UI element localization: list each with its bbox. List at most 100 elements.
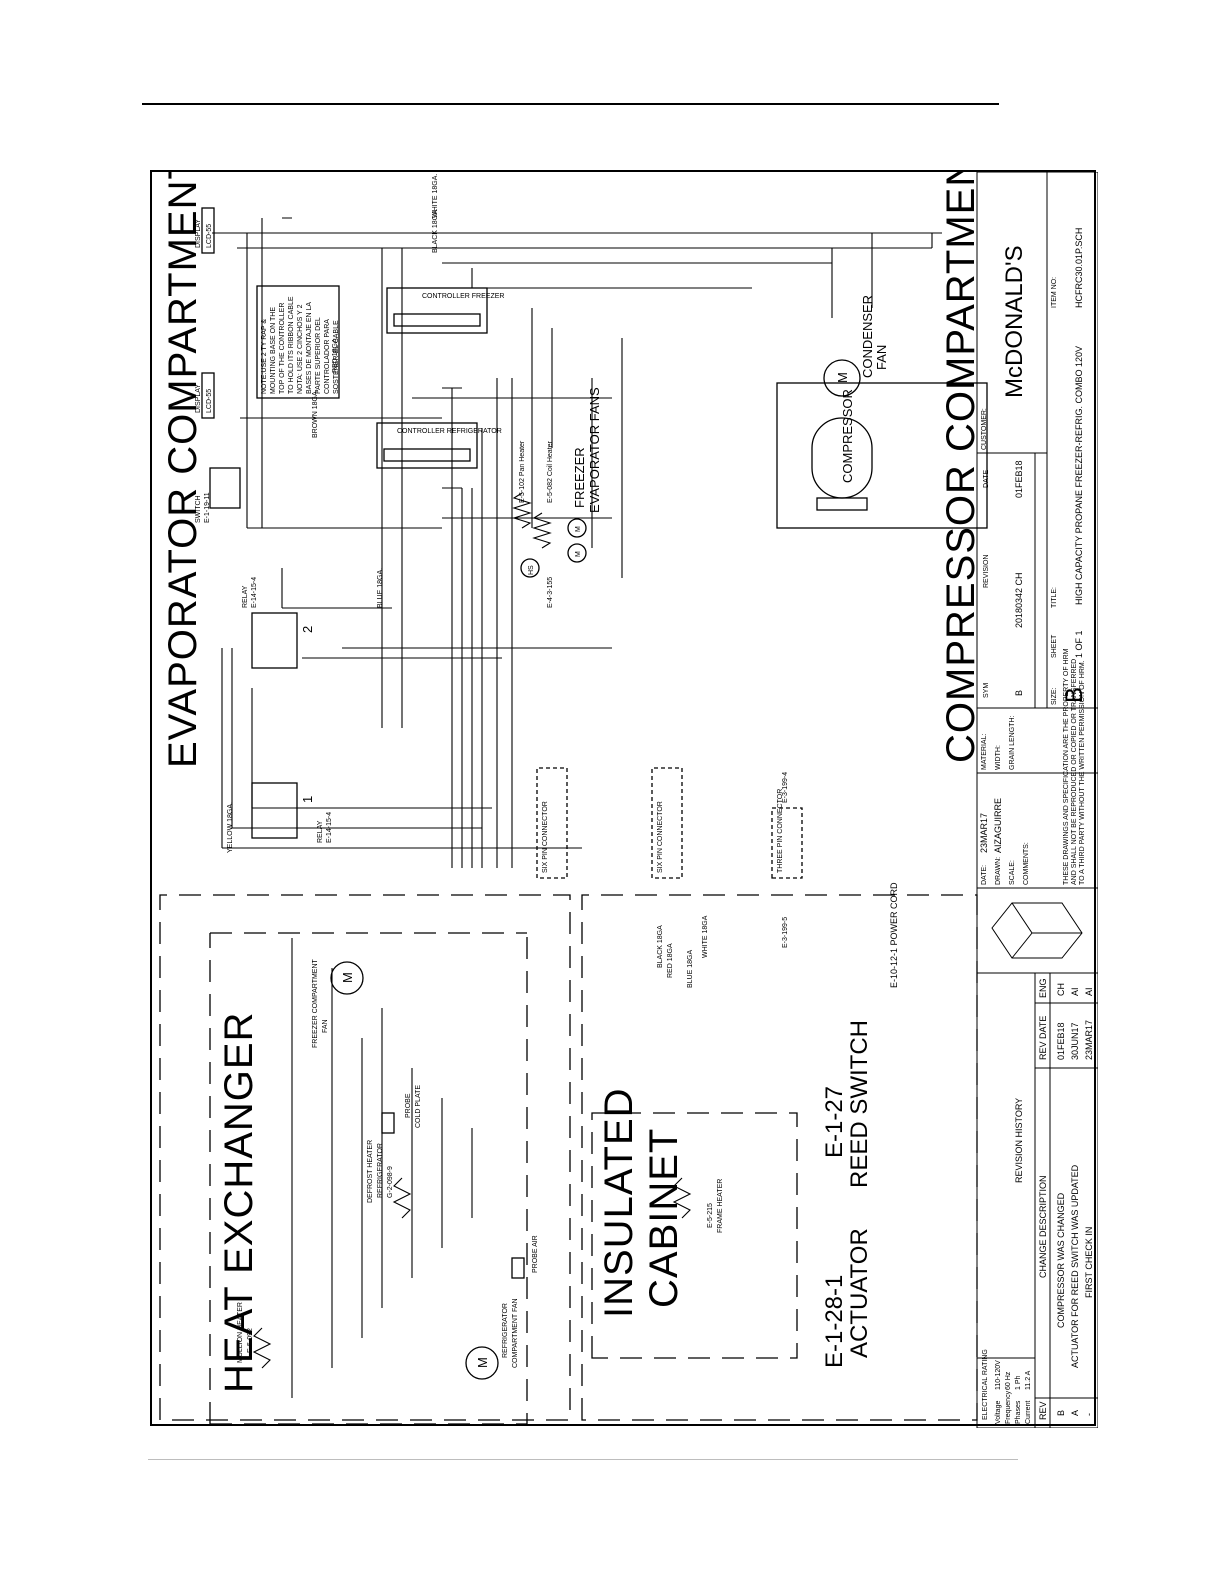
- actuator: E-1-28-1 ACTUATOR: [821, 1228, 873, 1368]
- power-cord-label: E-10-12-1 POWER CORD: [889, 882, 899, 988]
- svg-text:1 Ph: 1 Ph: [1015, 1375, 1022, 1390]
- svg-text:Voltage: Voltage: [995, 1401, 1002, 1424]
- svg-text:110-120V: 110-120V: [995, 1360, 1002, 1390]
- svg-text:Current: Current: [1025, 1401, 1032, 1424]
- svg-text:TOP OF THE CONTROLLER: TOP OF THE CONTROLLER: [279, 303, 286, 394]
- svg-text:CHANGE DESCRIPTION: CHANGE DESCRIPTION: [1038, 1175, 1048, 1278]
- svg-text:B: B: [1056, 1410, 1066, 1416]
- freezer-compartment-fan: M FREEZER COMPARTMENT FAN: [312, 958, 364, 1048]
- svg-text:CH: CH: [1056, 983, 1066, 996]
- wiring-diagram-sheet: EVAPORATOR COMPARTMENT COMPRESSOR COMPAR…: [150, 170, 1098, 1428]
- display-2: DISPLAY LCD-55: [195, 372, 215, 419]
- svg-text:LCD-55: LCD-55: [206, 224, 213, 248]
- svg-text:30JUN17: 30JUN17: [1070, 1022, 1080, 1060]
- svg-text:TO HOLD ITS RIBBON CABLE: TO HOLD ITS RIBBON CABLE: [288, 296, 295, 394]
- svg-text:McDONALD'S: McDONALD'S: [1001, 245, 1028, 398]
- three-pin-connector: THREE PIN CONNECTOR E-3-199-4 E-3-199-5: [771, 772, 803, 948]
- svg-text:ELECTRICAL RATING: ELECTRICAL RATING: [982, 1349, 989, 1420]
- svg-text:DISPLAY: DISPLAY: [195, 219, 202, 248]
- svg-text:SYM: SYM: [983, 683, 990, 698]
- svg-text:HS: HS: [528, 565, 535, 575]
- heat-exchanger-label: HEAT EXCHANGER: [217, 1012, 261, 1393]
- relay-2: 2 RELAY E-14-15-4: [242, 577, 315, 669]
- svg-text:20180342 CH: 20180342 CH: [1014, 572, 1024, 628]
- six-pin-connector-1: SIX PIN CONNECTOR: [536, 767, 568, 879]
- cabinet-label: CABINET: [642, 1128, 686, 1308]
- svg-text:REED SWITCH: REED SWITCH: [846, 1020, 873, 1188]
- svg-text:SCALE:: SCALE:: [1009, 860, 1016, 885]
- top-rule: [142, 103, 999, 105]
- svg-text:11.2 A: 11.2 A: [1025, 1370, 1032, 1390]
- svg-text:PARTE SUPERIOR DEL: PARTE SUPERIOR DEL: [315, 317, 322, 394]
- evaporator-compartment-label: EVAPORATOR COMPARTMENT: [161, 172, 205, 768]
- drawing-info: DATE: 23MAR17 DRAWN: AIZAGUIRRE SCALE: C…: [976, 648, 1098, 889]
- svg-text:BLACK 18GA.: BLACK 18GA.: [432, 208, 439, 253]
- probe-cold-plate: PROBE COLD PLATE: [381, 1085, 422, 1134]
- svg-text:FAN: FAN: [874, 345, 889, 370]
- svg-text:SIX PIN CONNECTOR: SIX PIN CONNECTOR: [542, 801, 549, 873]
- svg-text:RELAY: RELAY: [242, 585, 249, 608]
- svg-text:M: M: [835, 372, 850, 383]
- svg-text:YELLOW 18GA.: YELLOW 18GA.: [227, 802, 234, 853]
- svg-text:23MAR17: 23MAR17: [979, 813, 989, 853]
- svg-text:DATE: DATE: [983, 470, 990, 488]
- svg-text:FRAME HEATER: FRAME HEATER: [717, 1179, 724, 1233]
- customer-block: CUSTOMER: McDONALD'S: [976, 172, 1048, 454]
- six-pin-connector-2: SIX PIN CONNECTOR: [651, 767, 683, 879]
- svg-text:MATERIAL:: MATERIAL:: [981, 734, 988, 770]
- svg-text:EVAPORATOR FANS: EVAPORATOR FANS: [587, 387, 602, 513]
- svg-text:ACTUATOR: ACTUATOR: [846, 1228, 873, 1358]
- freezer-evaporator-fans: M M FREEZER EVAPORATOR FANS: [567, 387, 602, 563]
- defrost-heater: DEFROST HEATER REFRIGERATOR G-2-098-9: [367, 1140, 412, 1219]
- svg-text:ACTUATOR FOR REED SWITCH WAS U: ACTUATOR FOR REED SWITCH WAS UPDATED: [1070, 1164, 1080, 1368]
- svg-text:E-1-19-11: E-1-19-11: [204, 492, 211, 523]
- svg-text:B: B: [1014, 690, 1024, 696]
- revision-block: SYM B REVISION 20180342 CH DATE 01FEB18: [976, 452, 1036, 709]
- svg-text:E-5-092: E-5-092: [247, 1328, 254, 1353]
- svg-text:M: M: [575, 551, 582, 557]
- relay-1: 1 RELAY E-14-15-4: [251, 782, 333, 843]
- svg-text:1 OF 1: 1 OF 1: [1074, 630, 1084, 658]
- svg-text:-: -: [1084, 1413, 1094, 1416]
- svg-text:ITEM NO:: ITEM NO:: [1051, 277, 1058, 308]
- pan-and-coil-heaters: HS E-5-102 Pan Heater E-5-082 Coil Heate…: [512, 440, 554, 608]
- svg-text:SHEET: SHEET: [1051, 634, 1058, 658]
- svg-text:E-1-28-1: E-1-28-1: [821, 1275, 848, 1368]
- heat-exchanger-frame: [209, 933, 528, 1425]
- evaporator-wiring: [212, 217, 942, 868]
- svg-text:COMPARTMENT FAN: COMPARTMENT FAN: [512, 1298, 519, 1368]
- svg-text:WHITE 18GA: WHITE 18GA: [702, 915, 709, 958]
- freezer-controller: CONTROLLER FREEZER: [386, 287, 504, 334]
- svg-text:B: B: [1061, 687, 1088, 703]
- evaporator-compartment-outline: [159, 894, 571, 1421]
- compressor-compartment-outline: [581, 894, 978, 1421]
- heat-exchanger-wiring: [291, 938, 473, 1398]
- revision-history: REVISION HISTORY REV CHANGE DESCRIPTION …: [1014, 972, 1098, 1428]
- svg-text:DATE:: DATE:: [981, 865, 988, 885]
- svg-text:M: M: [475, 1357, 490, 1368]
- svg-text:NOTE:USE 2 TY RAP &: NOTE:USE 2 TY RAP &: [261, 319, 268, 394]
- hrm-logo: [976, 887, 1098, 974]
- svg-text:01FEB18: 01FEB18: [1014, 460, 1024, 498]
- svg-text:CONDENSER: CONDENSER: [860, 295, 875, 378]
- svg-text:AIZAGUIRRE: AIZAGUIRRE: [993, 798, 1003, 853]
- svg-text:RED 18GA: RED 18GA: [667, 943, 674, 978]
- svg-text:DEFROST HEATER: DEFROST HEATER: [367, 1140, 374, 1203]
- reed-switch: E-1-27 REED SWITCH: [821, 1020, 873, 1188]
- svg-text:E-1-27: E-1-27: [821, 1086, 848, 1158]
- svg-text:2: 2: [300, 626, 315, 633]
- svg-text:COMPRESSOR WAS CHANGED: COMPRESSOR WAS CHANGED: [1056, 1192, 1066, 1328]
- svg-text:BASES DE MONTAJE EN LA: BASES DE MONTAJE EN LA: [306, 302, 313, 394]
- refrigerator-compartment-fan: M REFRIGERATOR COMPARTMENT FAN: [465, 1298, 519, 1380]
- controller-note: NOTE:USE 2 TY RAP & MOUNTING BASE ON THE…: [256, 285, 340, 399]
- svg-text:01FEB18: 01FEB18: [1056, 1022, 1066, 1060]
- svg-text:COLD PLATE: COLD PLATE: [415, 1085, 422, 1128]
- svg-text:REFRIGERATOR: REFRIGERATOR: [502, 1303, 509, 1358]
- svg-text:FIRST CHECK IN: FIRST CHECK IN: [1084, 1227, 1094, 1298]
- insulated-label: INSULATED: [597, 1087, 641, 1318]
- svg-text:M: M: [575, 526, 582, 532]
- svg-text:AI: AI: [1084, 987, 1094, 996]
- display-1: DISPLAY LCD-55: [195, 207, 215, 254]
- svg-text:60 Hz: 60 Hz: [1005, 1371, 1012, 1390]
- svg-text:REVISION: REVISION: [983, 555, 990, 588]
